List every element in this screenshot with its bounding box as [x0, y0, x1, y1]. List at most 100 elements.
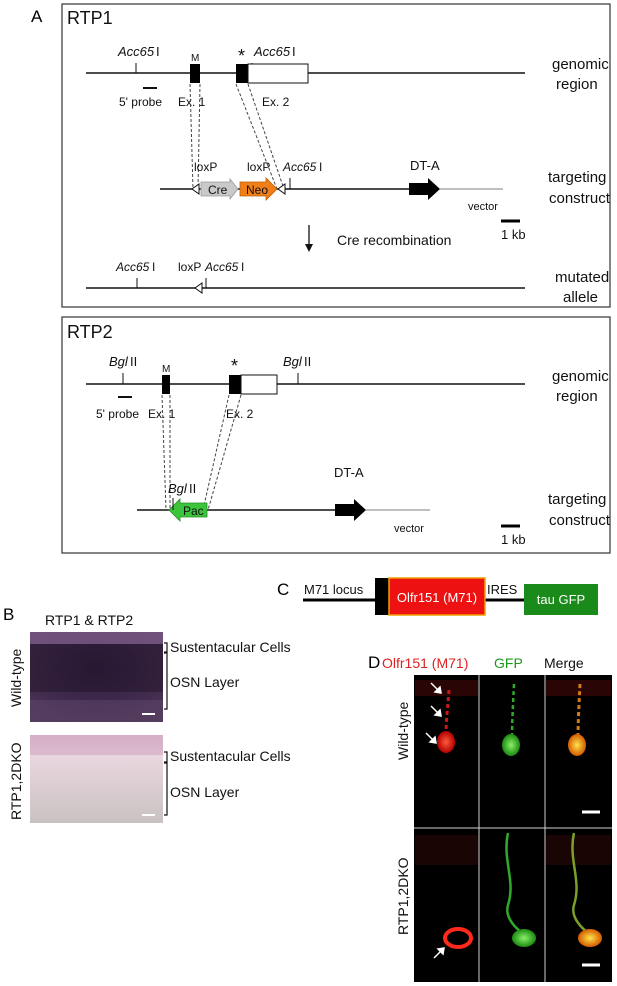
rtp1-mut-acc65-left-roman: I — [152, 260, 155, 274]
rtp1-star: * — [238, 46, 245, 66]
rtp1-loxp-1 — [191, 183, 200, 195]
panel-d-dko-green-image — [505, 832, 536, 947]
rtp1-homology-lines — [189, 83, 285, 190]
dko-sust-label: Sustentacular Cells — [170, 748, 291, 764]
rtp2-target-label-1: targeting — [548, 491, 606, 508]
rtp1-genomic-label-1: genomic — [552, 56, 609, 73]
rtp2-m-label: M — [162, 364, 170, 375]
rtp1-dta-label: DT-A — [410, 158, 440, 173]
rtp2-genomic-label-2: region — [556, 388, 598, 405]
dko-tissue-image — [30, 735, 163, 823]
panel-d-dko-arrow — [433, 947, 445, 959]
rtp2-bgl-construct: Bgl — [168, 481, 188, 496]
rtp1-recombination-step: Cre recombination — [305, 225, 451, 252]
rtp2-exon2-utr — [240, 374, 278, 395]
rtp1-scale-label: 1 kb — [501, 227, 526, 242]
panel-d-col-gfp: GFP — [494, 655, 523, 671]
rtp2-target-label-2: construct — [549, 512, 611, 529]
rtp1-targeting-construct: Cre Neo loxP loxP Acc65 I DT-A vector 1 … — [160, 158, 611, 242]
wt-sust-bracket — [164, 642, 168, 653]
rtp1-neo-cassette — [239, 177, 278, 201]
rtp1-recomb-label: Cre recombination — [337, 232, 451, 248]
rtp1-acc65-right-roman: I — [292, 44, 296, 59]
rtp1-cre-cassette — [200, 177, 239, 201]
rtp2-exon2-coding — [229, 375, 241, 394]
panel-label-c: C — [277, 580, 289, 599]
rtp1-vector-label: vector — [468, 201, 498, 213]
panel-label-b: B — [3, 605, 14, 624]
rtp1-m-label: M — [191, 53, 199, 64]
panel-c-ires-label: IRES — [487, 582, 518, 597]
wt-tissue-image — [30, 632, 163, 722]
panel-b-title: RTP1 & RTP2 — [45, 612, 133, 628]
rtp2-vector-label: vector — [394, 523, 424, 535]
rtp1-mut-acc65-right-roman: I — [241, 260, 244, 274]
rtp1-ex2-label: Ex. 2 — [262, 95, 290, 109]
rtp1-target-label-2: construct — [549, 190, 611, 207]
rtp1-genomic-region: Acc65 I Acc65 I M * 5' probe Ex. 1 Ex. 2… — [86, 44, 609, 109]
wt-sust-label: Sustentacular Cells — [170, 639, 291, 655]
panel-c-olfr-box — [388, 577, 486, 616]
rtp2-exon1 — [162, 375, 170, 394]
rtp1-mut-loxp-label: loxP — [178, 260, 201, 274]
panel-c-olfr-label: Olfr151 (M71) — [397, 590, 477, 605]
rtp2-ex2-label: Ex. 2 — [226, 407, 254, 421]
panel-d-wt-red-image — [415, 680, 478, 753]
dko-osn-label: OSN Layer — [170, 784, 240, 800]
panel-label-d: D — [368, 653, 380, 672]
rtp1-exon2-coding — [236, 64, 248, 83]
rtp2-pac-cassette — [168, 498, 208, 522]
rtp2-genomic-region: Bgl II Bgl II M * 5' probe Ex. 1 Ex. 2 g… — [86, 354, 609, 421]
rtp1-probe-label: 5' probe — [119, 95, 162, 109]
rtp1-dta-arrow — [409, 178, 440, 200]
rtp2-bgl-right-roman: II — [304, 354, 311, 369]
rtp1-target-label-1: targeting — [548, 169, 606, 186]
panel-d-dko-label: RTP1,2DKO — [395, 857, 411, 935]
rtp1-mutated-label-2: allele — [563, 289, 598, 306]
rtp1-acc65-right: Acc65 — [253, 44, 291, 59]
rtp1-mutated-allele: Acc65 I loxP Acc65 I mutated allele — [86, 260, 609, 306]
rtp1-box — [61, 3, 611, 308]
rtp1-exon1 — [190, 64, 200, 83]
rtp2-ex1-label: Ex. 1 — [148, 407, 176, 421]
rtp1-acc65-left: Acc65 — [117, 44, 155, 59]
panel-d-col-merge: Merge — [544, 655, 584, 671]
rtp2-pac-label: Pac — [183, 504, 204, 518]
rtp1-loxp-2 — [277, 183, 286, 195]
rtp2-probe-label: 5' probe — [96, 407, 139, 421]
wt-osn-bracket — [164, 652, 168, 710]
panel-label-a: A — [31, 7, 43, 26]
rtp2-star: * — [231, 356, 238, 376]
panel-d-wt-label: Wild-type — [395, 701, 411, 760]
rtp1-title: RTP1 — [67, 8, 113, 28]
panel-b-wt-label: Wild-type — [8, 648, 24, 707]
panel-c-locus-label: M71 locus — [304, 582, 364, 597]
rtp1-mutated-label-1: mutated — [555, 269, 609, 286]
rtp2-bgl-left-roman: II — [130, 354, 137, 369]
rtp2-box — [61, 316, 611, 554]
wt-osn-label: OSN Layer — [170, 674, 240, 690]
rtp1-mut-acc65-right: Acc65 — [204, 260, 239, 274]
panel-d-dko-merge-image — [546, 832, 611, 967]
rtp1-acc65-left-roman: I — [156, 44, 160, 59]
rtp2-dta-label: DT-A — [334, 465, 364, 480]
panel-d-wt-merge-image — [546, 680, 611, 814]
rtp1-cre-label: Cre — [208, 183, 228, 197]
panel-d-wt-green-image — [502, 683, 520, 756]
panel-c-gfp-box — [524, 584, 598, 615]
rtp1-mut-acc65-left: Acc65 — [115, 260, 150, 274]
rtp1-acc65-construct-roman: I — [319, 160, 322, 174]
rtp2-genomic-label-1: genomic — [552, 368, 609, 385]
panel-c-gfp-label: tau GFP — [537, 592, 585, 607]
rtp2-bgl-right: Bgl — [283, 354, 303, 369]
rtp2-title: RTP2 — [67, 322, 113, 342]
panel-c-exon — [375, 578, 389, 615]
rtp2-bgl-left: Bgl — [109, 354, 129, 369]
rtp2-scale-label: 1 kb — [501, 532, 526, 547]
rtp2-homology-lines — [161, 394, 242, 511]
rtp2-targeting-construct: Pac Bgl II DT-A vector 1 kb targeting co… — [137, 465, 611, 547]
m71-locus-diagram: M71 locus Olfr151 (M71) IRES tau GFP — [303, 577, 598, 616]
rtp1-acc65-construct: Acc65 — [282, 160, 317, 174]
rtp1-loxp-label-1: loxP — [194, 160, 217, 174]
